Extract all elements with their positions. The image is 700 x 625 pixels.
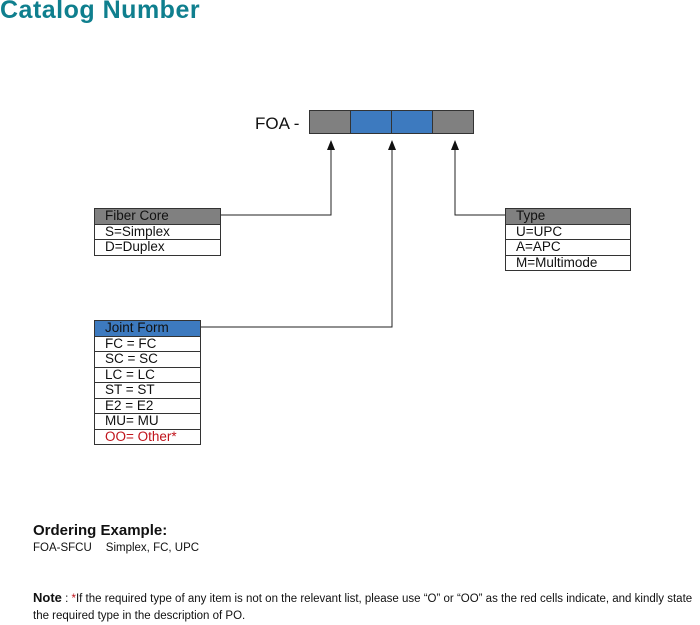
joint-form-option: LC = LC bbox=[94, 366, 201, 383]
fiber-core-option: D=Duplex bbox=[94, 239, 221, 256]
fiber-core-table: Fiber Core S=Simplex D=Duplex bbox=[94, 208, 221, 256]
joint-form-option: E2 = E2 bbox=[94, 397, 201, 414]
code-box-fiber-core bbox=[309, 110, 351, 134]
ordering-example-line: FOA-SFCU Simplex, FC, UPC bbox=[33, 542, 213, 554]
fiber-core-connector bbox=[221, 142, 332, 216]
note-label: Note bbox=[33, 590, 62, 605]
type-option: A=APC bbox=[505, 239, 631, 256]
note-star: * bbox=[71, 593, 76, 605]
arrow-up-icon bbox=[388, 140, 396, 150]
arrow-up-icon bbox=[327, 140, 335, 150]
ordering-example-heading: Ordering Example: bbox=[33, 522, 168, 539]
joint-form-option: MU= MU bbox=[94, 413, 201, 430]
joint-form-table: Joint Form FC = FC SC = SC LC = LC ST = … bbox=[94, 320, 201, 445]
joint-form-connector bbox=[201, 142, 393, 328]
page-title: Catalog Number bbox=[0, 0, 201, 24]
arrow-up-icon bbox=[451, 140, 459, 150]
type-table: Type U=UPC A=APC M=Multimode bbox=[505, 208, 631, 271]
joint-form-option: SC = SC bbox=[94, 351, 201, 368]
joint-form-option-other: OO= Other* bbox=[94, 428, 201, 445]
fiber-core-option: S=Simplex bbox=[94, 223, 221, 240]
joint-form-option: FC = FC bbox=[94, 335, 201, 352]
type-option: U=UPC bbox=[505, 223, 631, 240]
ordering-example-desc: Simplex, FC, UPC bbox=[105, 542, 200, 554]
joint-form-option: ST = ST bbox=[94, 382, 201, 399]
type-option: M=Multimode bbox=[505, 254, 631, 271]
note-text: If the required type of any item is not … bbox=[33, 593, 693, 622]
catalog-prefix: FOA - bbox=[255, 114, 300, 133]
code-box-type bbox=[432, 110, 474, 134]
code-box-joint-form-2 bbox=[391, 110, 433, 134]
fiber-core-header: Fiber Core bbox=[94, 208, 221, 225]
note: Note : *If the required type of any item… bbox=[33, 589, 700, 625]
type-header: Type bbox=[505, 208, 631, 225]
joint-form-header: Joint Form bbox=[94, 320, 201, 337]
type-connector bbox=[454, 142, 505, 216]
ordering-example-code: FOA-SFCU bbox=[33, 542, 92, 554]
note-separator: : bbox=[61, 593, 72, 605]
